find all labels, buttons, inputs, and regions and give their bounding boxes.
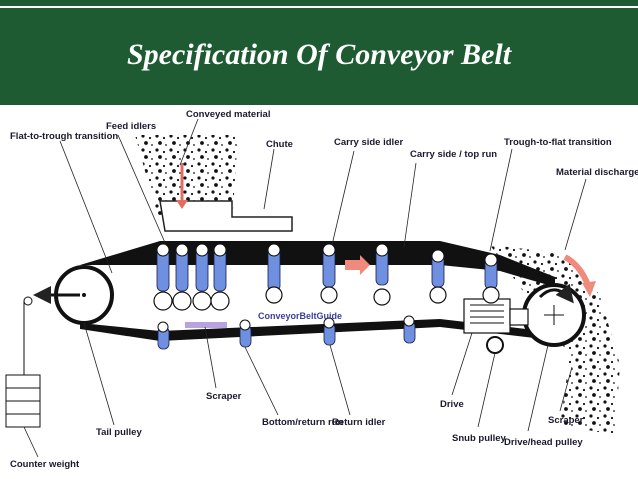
label-flat-to-trough: Flat-to-trough transition xyxy=(10,131,118,142)
label-drive: Drive xyxy=(440,399,464,410)
idler-top-rollers xyxy=(156,243,498,267)
label-trough-to-flat: Trough-to-flat transition xyxy=(504,137,612,148)
label-bottom-return-run: Bottom/return run xyxy=(262,417,343,428)
label-return-idler: Return idler xyxy=(332,417,386,428)
material-falling-arrow xyxy=(176,163,188,209)
label-counter-weight: Counter weight xyxy=(10,459,80,470)
label-tail-pulley: Tail pulley xyxy=(96,427,142,438)
slide-header: Specification Of Conveyor Belt xyxy=(0,0,638,105)
watermark-text: ConveyorBeltGuide xyxy=(258,311,342,321)
header-rule xyxy=(0,6,638,8)
label-carry-side-top-run: Carry side / top run xyxy=(410,149,497,160)
label-scraper-right: Scraper xyxy=(548,415,584,426)
chute xyxy=(159,200,293,232)
slide-title: Specification Of Conveyor Belt xyxy=(126,38,512,71)
scraper-bar xyxy=(185,322,227,328)
idler-lower-rollers xyxy=(153,286,500,311)
material-flow-arrow xyxy=(345,255,370,275)
label-feed-idlers: Feed idlers xyxy=(106,121,156,132)
label-chute: Chute xyxy=(266,139,293,150)
return-belt xyxy=(80,319,560,341)
label-drive-head-pulley: Drive/head pulley xyxy=(504,437,583,448)
label-carry-side-idler: Carry side idler xyxy=(334,137,403,148)
counter-weight xyxy=(5,374,41,428)
label-material-discharge: Material discharge xyxy=(556,167,638,178)
drive-motor xyxy=(463,298,529,334)
discharge-arrow xyxy=(563,254,591,287)
label-scraper-left: Scraper xyxy=(206,391,242,402)
rotation-arrow xyxy=(538,283,574,304)
leader-lines xyxy=(23,118,587,458)
label-conveyed-material: Conveyed material xyxy=(186,109,270,120)
return-idlers xyxy=(157,320,416,350)
conveyor-diagram: Conveyed material Feed idlers Flat-to-tr… xyxy=(5,109,638,470)
snub-pulley xyxy=(486,336,504,354)
carry-belt xyxy=(80,241,555,287)
label-snub-pulley: Snub pulley xyxy=(452,433,507,444)
